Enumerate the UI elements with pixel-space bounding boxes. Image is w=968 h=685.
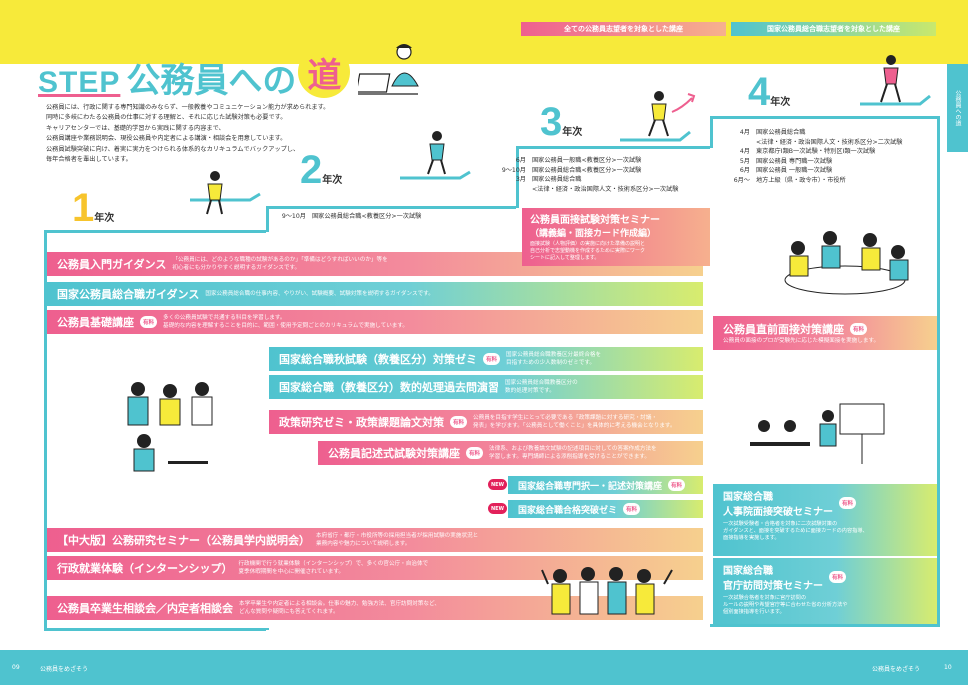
course-final-interview[interactable]: 公務員直前面接対策講座有料 公務員の面接のプロが受験先に応じた模擬面接を実施しま… (713, 316, 937, 350)
cheering-group-illustration (541, 567, 673, 615)
side-tab: 公務員への道 (947, 64, 968, 152)
legend-all-applicants: 全ての公務員志望者を対象とした講座 (521, 22, 726, 36)
course-written-exam[interactable]: 公務員記述式試験対策講座 有料 法律系、および教養論文試験の記述項目に対しての答… (318, 441, 703, 465)
course-ministry-visit-seminar[interactable]: 国家総合職官庁訪問対策セミナー有料 一次試験合格者を対象に官庁訪問のルールの説明… (713, 558, 937, 624)
year-2-label: 2年次 (300, 148, 343, 192)
intro-text: 公務員には、行政に関する専門知識のみならず、一般教養やコミュニケーション能力が求… (46, 104, 330, 164)
page-number-left: 09 (12, 664, 20, 671)
stair-line-right (937, 116, 940, 626)
title-main: 公務員への (126, 61, 297, 101)
person-laptop-illustration (358, 44, 419, 95)
title-circle: 道 (298, 46, 351, 98)
legend-national-career: 国家公務員総合職志望者を対象とした講座 (731, 22, 936, 36)
paid-badge: 有料 (466, 447, 483, 459)
course-liberal-arts-seminar[interactable]: 国家総合職秋試験（教養区分）対策ゼミ 有料 国家公務員総合職教養区分最終合格を目… (269, 347, 703, 371)
paid-badge: 有料 (668, 479, 686, 491)
course-policy-seminar[interactable]: 政策研究ゼミ・政策課題論文対策 有料 公務員を目指す学生にとって必要である「政策… (269, 410, 703, 434)
title-step: STEP (38, 66, 121, 99)
new-badge: NEW (488, 503, 507, 514)
stair-line-bottom-l (44, 628, 266, 631)
paid-badge: 有料 (140, 316, 157, 328)
person-walking-1 (206, 171, 223, 215)
course-numerical-practice[interactable]: 国家総合職（教養区分）数的処理過去問演習 国家公務員総合職教養区分の数的処理対策… (269, 375, 703, 399)
person-walking-4 (880, 55, 901, 103)
schedule-year-2: 9〜10月国家公務員総合職<教養区分>一次試験 (281, 213, 422, 220)
person-walking-3 (648, 91, 669, 137)
new-badge: NEW (488, 479, 507, 490)
presentation-illustration (750, 403, 885, 464)
course-nps-interview-seminar[interactable]: 国家総合職人事院面接突破セミナー有料 一次試験受験者・合格者を対象に二次試験対策… (713, 484, 937, 556)
stair-line-4 (710, 116, 713, 148)
paid-badge: 有料 (850, 323, 867, 335)
footer: 09 公務員をめざそう 公務員をめざそう 10 (0, 650, 968, 685)
schedule-year-3: 6月国家公務員一般職<教養区分>一次試験 9〜10月国家公務員総合職<教養区分>… (501, 157, 679, 193)
person-walking-2 (427, 131, 446, 175)
course-interview-seminar[interactable]: 公務員面接試験対策セミナー （講義編・面接カード作成編） 面接試験（人物評価）の… (522, 208, 710, 266)
year-3-label: 3年次 (540, 100, 583, 144)
year-4-label: 4年次 (748, 70, 791, 114)
paid-badge: 有料 (623, 503, 641, 515)
course-specialized-multiple-choice[interactable]: 国家総合職専門択一・記述対策講座 有料 (508, 476, 703, 494)
stair-line-3-top (516, 146, 710, 149)
paid-badge: 有料 (450, 416, 467, 428)
course-basic[interactable]: 公務員基礎講座 有料 多くの公務員試験で共通する科目を学習します。基礎的な内容を… (47, 310, 703, 334)
paid-badge: 有料 (839, 497, 856, 509)
stair-line-4-top (710, 116, 940, 119)
stair-line-2-top (266, 206, 516, 209)
stair-line-1 (44, 230, 47, 630)
schedule-year-4: 4月国家公務員総合職 <法律・経済・政治国際人文・技術系区分>二次試験 4月東京… (733, 129, 903, 184)
stair-line-2 (266, 206, 269, 232)
stair-line-bottom-r (710, 624, 940, 627)
course-national-guidance[interactable]: 国家公務員総合職ガイダンス 国家公務員総合職の仕事内容、やりがい、試験概要、試験… (47, 282, 703, 306)
footer-text-left: 公務員をめざそう (40, 666, 89, 673)
footer-text-right: 公務員をめざそう (872, 666, 921, 673)
stair-line-1-top (44, 230, 266, 233)
course-pass-seminar[interactable]: 国家総合職合格突破ゼミ 有料 (508, 500, 703, 518)
paid-badge: 有料 (483, 353, 500, 365)
students-group-illustration (127, 382, 213, 472)
year-1-label: 1年次 (72, 186, 115, 230)
meeting-table-illustration (784, 231, 909, 295)
page-number-right: 10 (944, 664, 952, 671)
course-public-service-seminar[interactable]: 【中大版】公務研究セミナー（公務員学内説明会） 本府省庁・都庁・市役所等の採用担… (47, 528, 703, 552)
stair-line-bottom-m (266, 628, 269, 630)
page-title: STEP 公務員への 道 (38, 40, 351, 101)
stair-line-3 (516, 146, 519, 208)
paid-badge: 有料 (829, 571, 846, 583)
